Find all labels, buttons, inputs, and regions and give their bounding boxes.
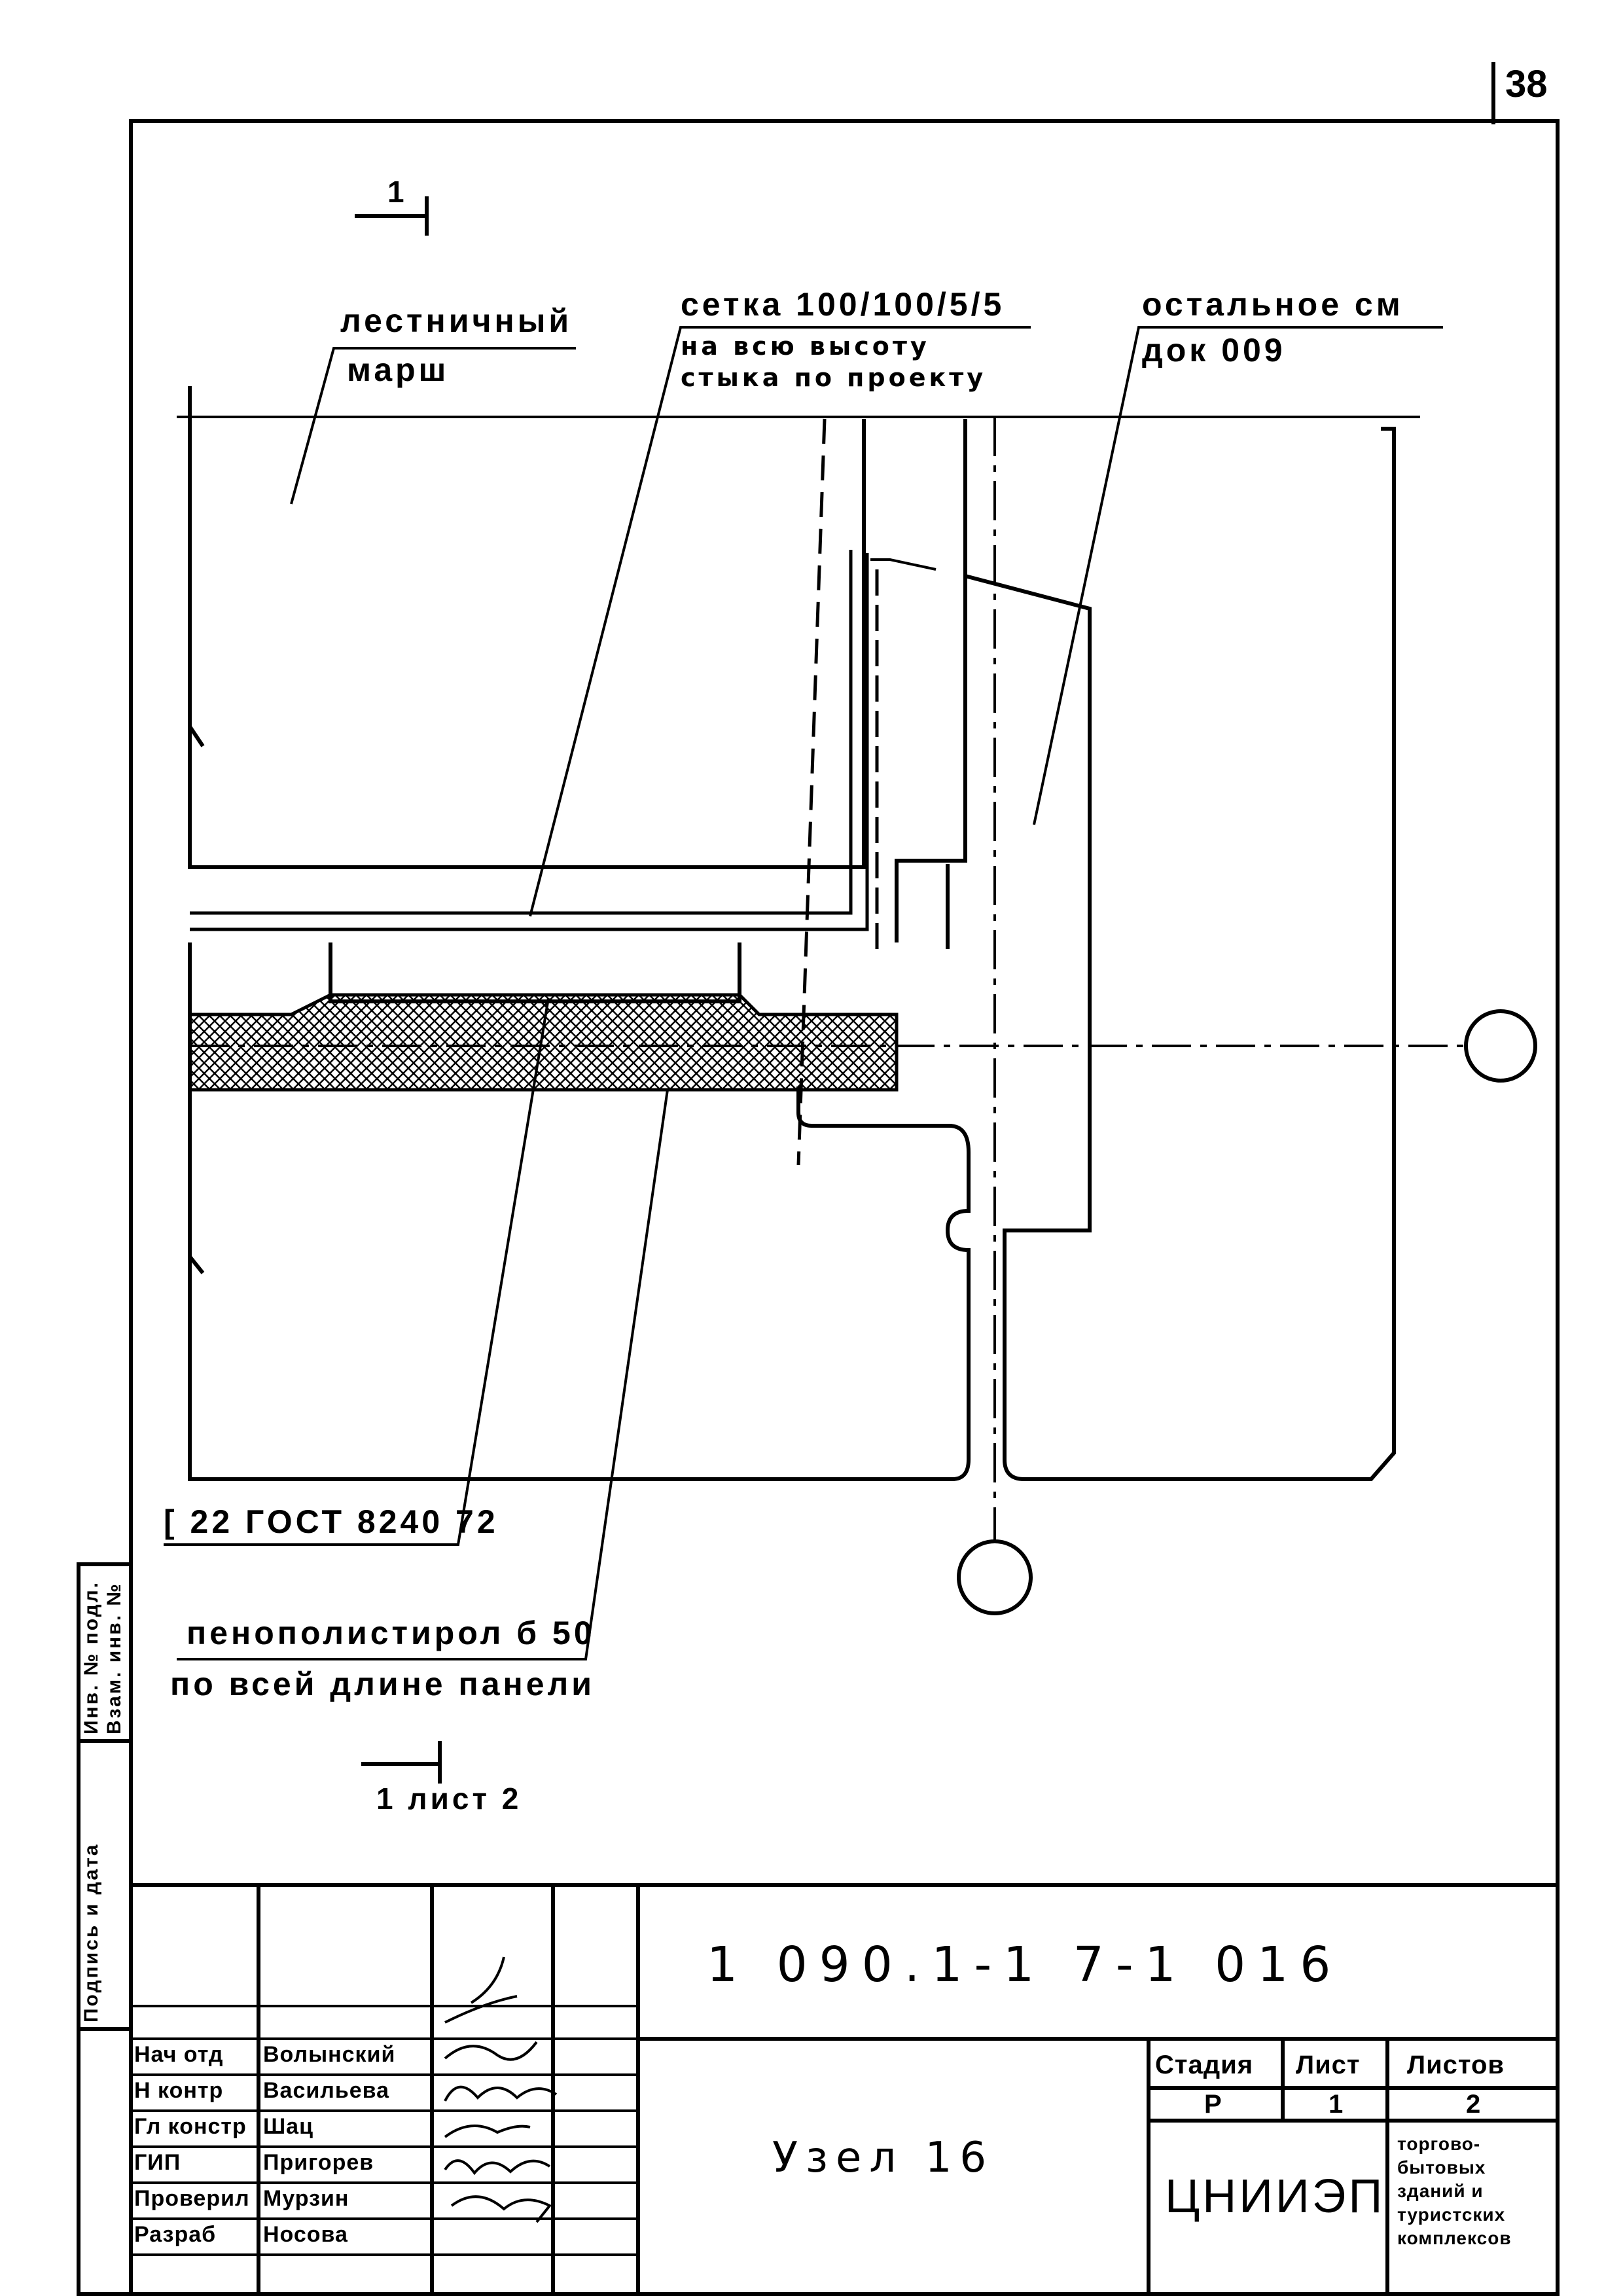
signature-5 — [444, 2159, 551, 2176]
role-label: Проверил — [134, 2186, 250, 2211]
stage-value: Р — [1204, 2090, 1222, 2119]
role-label: Разраб — [134, 2222, 217, 2247]
sheets-value: 2 — [1466, 2090, 1482, 2119]
label-mesh-2: на всю высоту — [681, 332, 930, 361]
role-name: Пригорев — [263, 2150, 374, 2175]
stair-flight-outline — [188, 386, 866, 869]
label-foam-1: пенополистирол б 50 — [187, 1615, 596, 1651]
label-stair-flight-1: лестничный — [340, 302, 573, 339]
label-stair-flight-2: марш — [347, 351, 450, 388]
signature-4 — [444, 2125, 531, 2138]
section-mark-top — [355, 196, 429, 236]
organization-sub-1: торгово- — [1397, 2134, 1481, 2154]
sheet-title: Узел 16 — [772, 2134, 995, 2182]
role-label: Н контр — [134, 2078, 224, 2103]
sheet-header: Лист — [1296, 2051, 1361, 2079]
organization-sub-3: зданий и — [1397, 2181, 1484, 2201]
label-rest-1: остальное см — [1142, 286, 1404, 323]
signature-3 — [444, 2085, 558, 2102]
document-code: 1 090.1-1 7-1 016 — [707, 1937, 1343, 1993]
signatures — [444, 1956, 558, 2223]
side-stamp-inv: Инв. № подл. — [80, 1580, 102, 1734]
label-rest-2: док 009 — [1142, 332, 1286, 368]
page-number: 38 — [1505, 63, 1548, 105]
label-channel: [ 22 ГОСТ 8240 72 — [164, 1503, 499, 1540]
sheet-value: 1 — [1329, 2090, 1344, 2119]
role-label: Гл констр — [134, 2114, 247, 2139]
organization-sub-4: туристских — [1397, 2204, 1506, 2225]
role-name: Волынский — [263, 2042, 396, 2067]
side-stamp-swap: Взам. инв. № — [103, 1582, 125, 1734]
section-mark-bottom — [361, 1741, 442, 1784]
axis-bubble-bottom — [957, 1539, 1033, 1615]
role-label: Нач отд — [134, 2042, 224, 2067]
label-mesh-3: стыка по проекту — [681, 363, 987, 392]
reinforcement-mesh — [190, 550, 869, 931]
role-name: Васильева — [263, 2078, 390, 2103]
stage-header: Стадия — [1155, 2051, 1254, 2079]
leader-channel — [164, 997, 550, 1546]
leader-foam — [177, 1089, 669, 1660]
side-stamp-frame — [77, 1562, 133, 2296]
organization-name: ЦНИИЭП — [1165, 2170, 1385, 2223]
role-name: Носова — [263, 2222, 348, 2247]
leader-stair-flight — [290, 347, 576, 505]
leader-rest — [1033, 326, 1443, 825]
label-mesh-1: сетка 100/100/5/5 — [681, 286, 1005, 323]
signature-2 — [444, 2041, 538, 2061]
role-label: ГИП — [134, 2150, 181, 2175]
foam-insulation-strip — [188, 993, 899, 1092]
label-foam-2: по всей длине панели — [170, 1666, 596, 1702]
organization-sub-2: бытовых — [1397, 2157, 1486, 2178]
section-mark-bottom-label: 1 лист 2 — [376, 1782, 522, 1816]
organization-sub-5: комплексов — [1397, 2228, 1512, 2248]
insert-opening — [329, 942, 741, 1003]
side-stamp-date: Подпись и дата — [80, 1842, 102, 2022]
title-block-grid — [131, 1883, 1558, 2294]
axis-bubble-right — [1464, 1009, 1537, 1083]
signature-6 — [450, 2195, 552, 2223]
leader-mesh — [529, 326, 1031, 917]
role-name: Шац — [263, 2114, 313, 2139]
role-name: Мурзин — [263, 2186, 349, 2211]
drawing-frame — [129, 119, 1560, 2296]
right-panel-outline — [895, 419, 1396, 1481]
sheets-header: Листов — [1407, 2051, 1505, 2079]
signature-1 — [444, 1956, 518, 2024]
section-mark-top-label: 1 — [387, 175, 404, 209]
lower-panel-outline — [188, 942, 971, 1481]
